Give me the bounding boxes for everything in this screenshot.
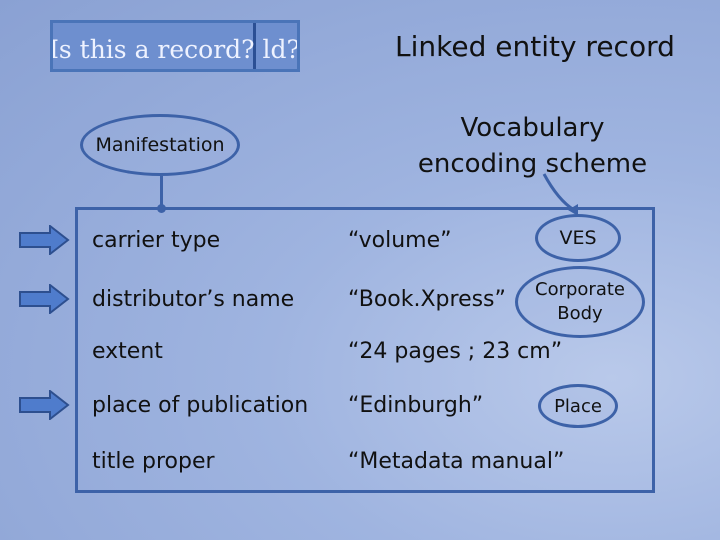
corporate-body-ellipse: Corporate Body: [515, 266, 645, 338]
corporate-body-line2: Body: [557, 303, 603, 324]
slide-title-box: Is this a record? ld?: [50, 20, 300, 72]
vocab-heading-line2: encoding scheme: [417, 149, 648, 179]
place-ellipse: Place: [538, 384, 618, 428]
row-arrow-icon: [19, 284, 70, 314]
manifestation-connector-line: [160, 176, 163, 209]
vocab-pointer-arrow: [542, 173, 578, 216]
heading-linked-entity-record: Linked entity record: [395, 30, 675, 63]
manifestation-label: Manifestation: [95, 134, 225, 156]
title-inner-box: [53, 23, 256, 69]
vocab-heading-line1: Vocabulary: [460, 113, 605, 143]
place-label: Place: [554, 395, 602, 417]
property-carrier-type: carrier type: [92, 228, 221, 253]
row-arrow-icon: [19, 390, 70, 420]
property-place-of-publication: place of publication: [92, 393, 309, 418]
ves-ellipse: VES: [535, 214, 621, 262]
property-extent: extent: [92, 339, 163, 364]
manifestation-ellipse: Manifestation: [80, 114, 240, 176]
slide-title: Is this a record? ld?: [50, 35, 300, 64]
record-frame: [75, 207, 655, 493]
ves-label: VES: [559, 227, 597, 249]
property-distributor-name: distributor’s name: [92, 287, 295, 312]
row-arrow-icon: [19, 225, 70, 255]
value-title-proper: “Metadata manual”: [348, 449, 565, 474]
value-place-of-publication: “Edinburgh”: [348, 393, 484, 418]
value-extent: “24 pages ; 23 cm”: [348, 339, 563, 364]
corporate-body-line1: Corporate: [535, 279, 625, 300]
value-distributor-name: “Book.Xpress”: [348, 287, 506, 312]
property-title-proper: title proper: [92, 449, 215, 474]
vocabulary-encoding-scheme-heading: Vocabulary encoding scheme: [405, 110, 660, 182]
value-carrier-type: “volume”: [348, 228, 452, 253]
